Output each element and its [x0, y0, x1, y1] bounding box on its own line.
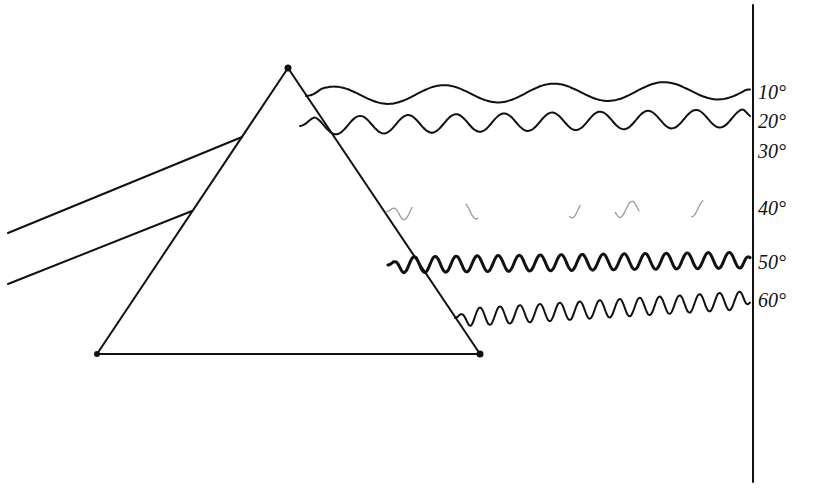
vertex-dot	[285, 65, 292, 72]
angle-label: 60°	[758, 290, 786, 310]
vertex-dot	[94, 351, 100, 357]
vertex-dot	[477, 351, 484, 358]
angle-label: 20°	[758, 111, 786, 131]
light-wave	[300, 109, 750, 134]
screen-line	[752, 5, 754, 482]
light-wave	[388, 252, 750, 272]
angle-label: 50°	[758, 252, 786, 272]
light-wave	[455, 292, 750, 326]
light-wave	[306, 82, 750, 104]
angle-label: 30°	[758, 141, 786, 161]
light-wave	[386, 200, 750, 220]
prism-triangle	[97, 68, 480, 354]
light-beam	[8, 137, 242, 233]
light-beam	[8, 211, 192, 284]
angle-label: 10°	[758, 82, 786, 102]
angle-label: 40°	[758, 198, 786, 218]
